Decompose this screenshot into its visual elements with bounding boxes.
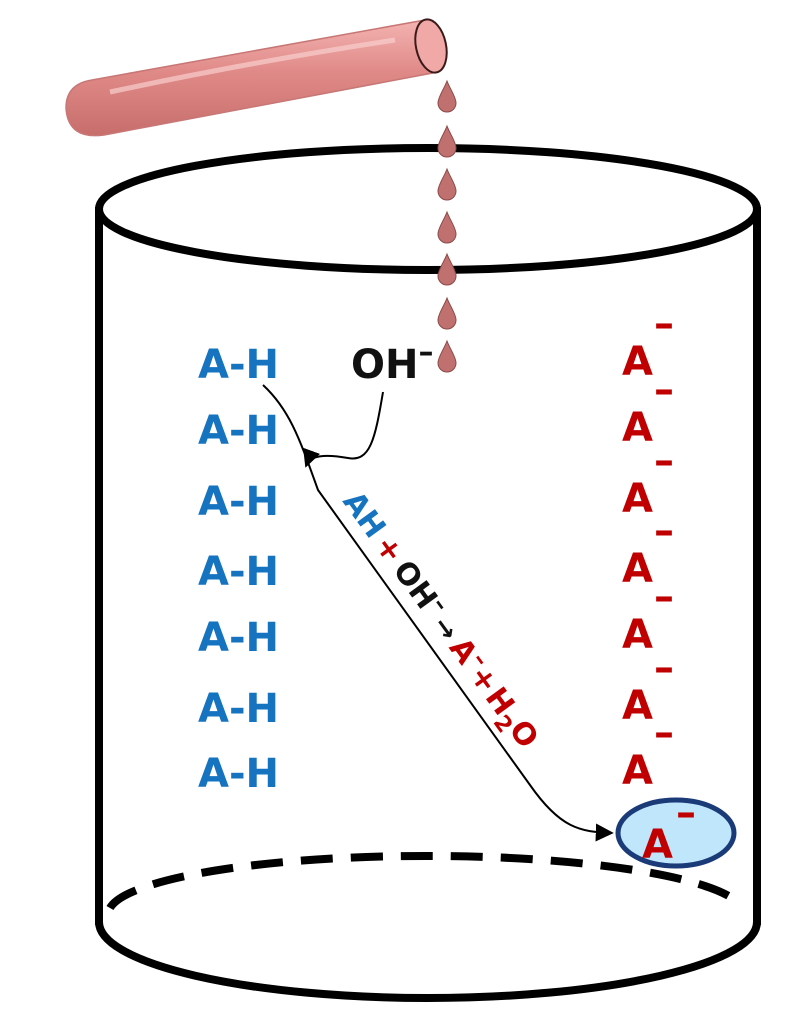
hydroxide-charge: – xyxy=(418,335,433,370)
drop-icon xyxy=(437,124,457,158)
beaker xyxy=(95,144,761,1002)
anion-item: A xyxy=(622,683,653,729)
reactant-acid: AH xyxy=(336,485,393,545)
acid-item: A-H xyxy=(198,342,279,388)
drop-icon xyxy=(437,79,457,113)
highlighted-anion-symbol: A xyxy=(642,822,673,868)
anion-item: A xyxy=(622,476,653,522)
reaction-path-arrow xyxy=(262,384,614,842)
acid-item: A-H xyxy=(198,479,279,525)
anion-charge: – xyxy=(654,574,674,620)
drop-icon xyxy=(437,210,457,244)
pipette-body-icon xyxy=(65,19,439,137)
acid-item: A-H xyxy=(198,751,279,797)
pipette-tip-icon xyxy=(414,18,448,74)
beaker-rim xyxy=(95,144,761,274)
beaker-base-back xyxy=(106,851,738,911)
anion-item: A xyxy=(622,405,653,451)
acid-column: A-H A-H A-H A-H A-H A-H A-H xyxy=(198,342,279,797)
anion-charge: – xyxy=(654,508,674,554)
anion-item: A xyxy=(622,748,653,794)
drop-icon xyxy=(437,296,457,330)
beaker-base-front xyxy=(95,921,761,1002)
drops xyxy=(437,79,457,373)
anion-charge: – xyxy=(654,301,674,347)
acid-item: A-H xyxy=(198,408,279,454)
reaction-equation: AH+OH–→A–+H2O xyxy=(331,483,549,759)
anion-item: A xyxy=(622,612,653,658)
hydroxide-text: OH xyxy=(351,342,418,388)
hydroxide-label: OH– xyxy=(351,335,433,388)
highlight-ellipse xyxy=(615,797,737,869)
drop-icon xyxy=(437,339,457,373)
acid-item: A-H xyxy=(198,549,279,595)
pipette-highlight-icon xyxy=(109,37,396,95)
pipette xyxy=(65,18,448,137)
anion-column: A–A–A–A–A–A–A– xyxy=(622,301,674,794)
drop-icon xyxy=(437,252,457,286)
anion-charge: – xyxy=(654,367,674,413)
acid-item: A-H xyxy=(198,615,279,661)
highlighted-anion: A – xyxy=(615,790,737,869)
anion-charge: – xyxy=(654,438,674,484)
acid-item: A-H xyxy=(198,686,279,732)
anion-charge: – xyxy=(654,710,674,756)
anion-item: A xyxy=(622,339,653,385)
highlighted-anion-charge: – xyxy=(676,790,696,836)
anion-item: A xyxy=(622,546,653,592)
drop-icon xyxy=(437,167,457,201)
hydroxide-path-arrow xyxy=(303,391,384,468)
anion-charge: – xyxy=(654,645,674,691)
